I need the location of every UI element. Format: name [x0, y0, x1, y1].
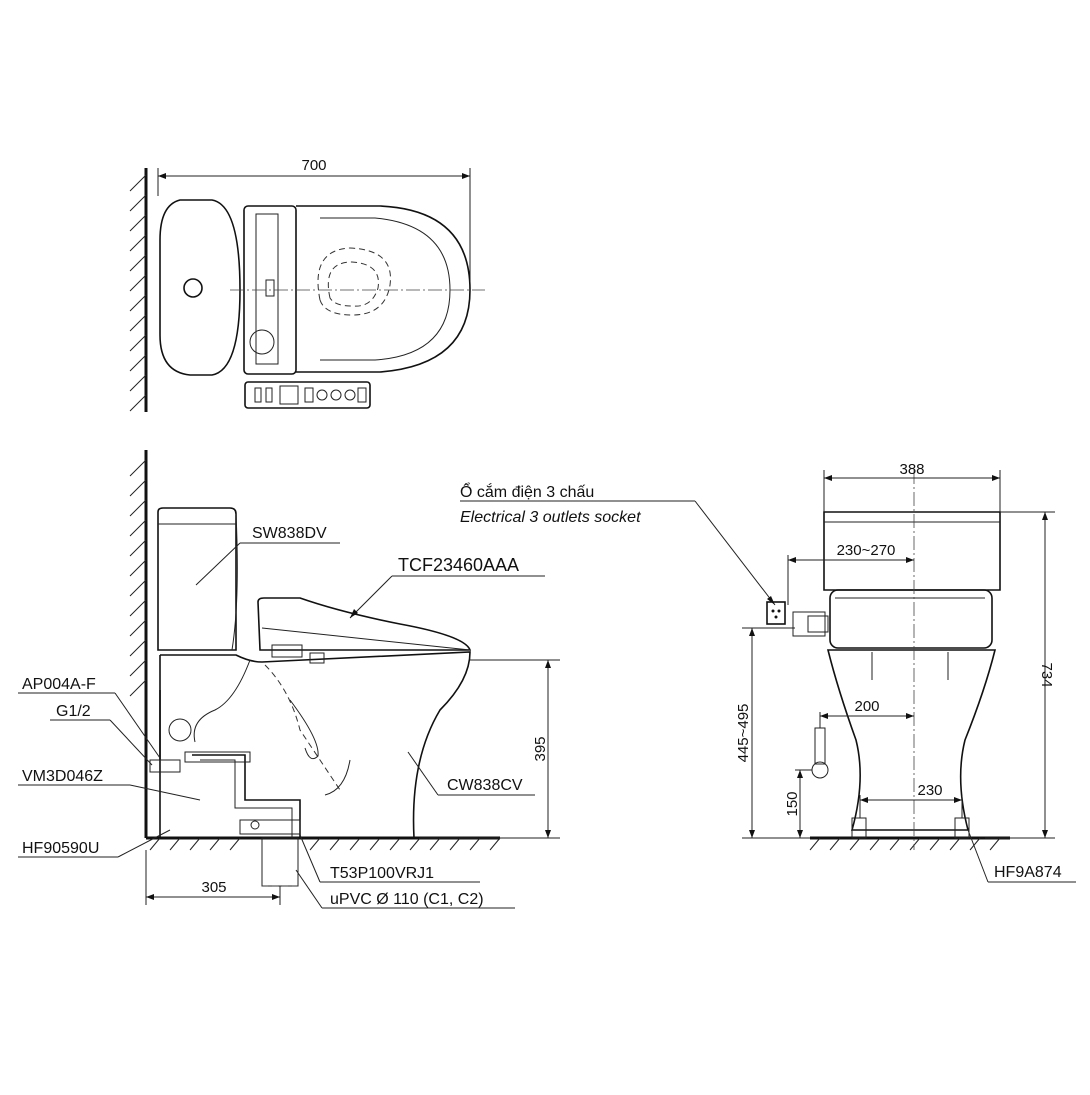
bowl-front — [826, 649, 997, 831]
dim-305: 305 — [201, 879, 226, 896]
label-ap004a-f: AP004A-F — [22, 676, 96, 693]
label-g1-2: G1/2 — [56, 703, 91, 720]
seat-front — [829, 589, 993, 649]
seat-side — [257, 597, 472, 651]
label-cw838cv: CW838CV — [447, 777, 523, 794]
flush-button-top — [183, 278, 203, 298]
wall-hatch-top — [129, 174, 147, 412]
side-view: 395 305 SW838DV TCF23460AAA AP004A-F G1/… — [18, 450, 560, 909]
tank-side — [157, 507, 237, 651]
label-tcf23460aaa: TCF23460AAA — [398, 555, 519, 575]
dim-230-270: 230~270 — [837, 542, 896, 559]
bowl-opening-top — [317, 247, 391, 316]
dim-230: 230 — [917, 782, 942, 799]
tank-front — [823, 511, 1001, 591]
dim-700: 700 — [301, 157, 326, 174]
label-hf90590u: HF90590U — [22, 840, 99, 857]
front-view: Ổ cắm điện 3 chấu Electrical 3 outlets s… — [460, 461, 1076, 883]
bowl-side — [160, 651, 471, 839]
socket-label-en: Electrical 3 outlets socket — [460, 509, 641, 526]
label-upvc: uPVC Ø 110 (C1, C2) — [330, 891, 484, 908]
floor-hatch-side — [149, 837, 501, 851]
dim-200: 200 — [854, 698, 879, 715]
dim-395: 395 — [532, 736, 549, 761]
electrical-socket — [766, 601, 786, 625]
label-vm3d046z: VM3D046Z — [22, 768, 103, 785]
tank-top-outline — [159, 199, 241, 376]
wall-hatch-side — [129, 459, 147, 697]
dim-734: 734 — [1038, 662, 1055, 687]
remote-buttons — [254, 385, 367, 405]
drain-pipe — [261, 837, 299, 887]
dim-445-495: 445~495 — [735, 704, 752, 763]
dim-150: 150 — [784, 791, 801, 816]
label-hf9a874: HF9A874 — [994, 864, 1062, 881]
dim-388: 388 — [899, 461, 924, 478]
label-sw838dv: SW838DV — [252, 525, 327, 542]
remote-control-top — [244, 381, 371, 409]
seat-top-outline — [296, 205, 471, 373]
top-view: 700 — [129, 157, 485, 412]
label-t53p100vrj1: T53P100VRJ1 — [330, 865, 434, 882]
socket-label-vi: Ổ cắm điện 3 chấu — [460, 482, 594, 501]
